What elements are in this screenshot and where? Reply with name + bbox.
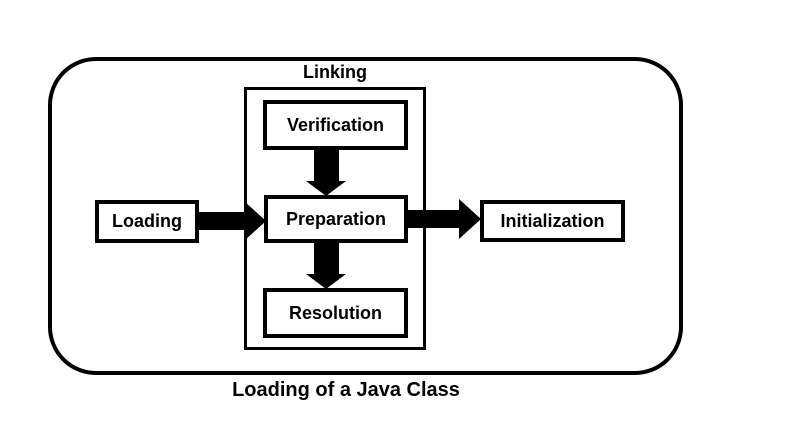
diagram-caption: Loading of a Java Class [232, 379, 460, 401]
arrow-preparation-to-resolution [306, 242, 346, 289]
arrow-right-head-icon [244, 201, 266, 241]
node-initialization: Initialization [480, 200, 625, 242]
node-resolution-label: Resolution [289, 302, 382, 323]
node-verification: Verification [263, 100, 408, 150]
arrow-shaft [313, 150, 339, 181]
arrow-shaft [198, 212, 244, 230]
node-resolution: Resolution [263, 288, 408, 338]
linking-group-label: Linking [303, 62, 367, 82]
node-preparation-label: Preparation [285, 208, 387, 229]
node-loading: Loading [95, 200, 199, 243]
arrow-verification-to-preparation [306, 150, 346, 196]
arrow-loading-to-preparation [198, 201, 266, 241]
arrow-shaft [313, 242, 339, 274]
node-verification-label: Verification [286, 114, 385, 135]
node-preparation: Preparation [264, 195, 408, 243]
node-initialization-label: Initialization [500, 210, 605, 231]
node-loading-label: Loading [112, 211, 182, 231]
arrow-preparation-to-initialization [406, 199, 481, 239]
arrow-right-head-icon [459, 199, 481, 239]
arrow-down-head-icon [306, 181, 346, 196]
arrow-down-head-icon [306, 274, 346, 289]
arrow-shaft [406, 210, 459, 228]
